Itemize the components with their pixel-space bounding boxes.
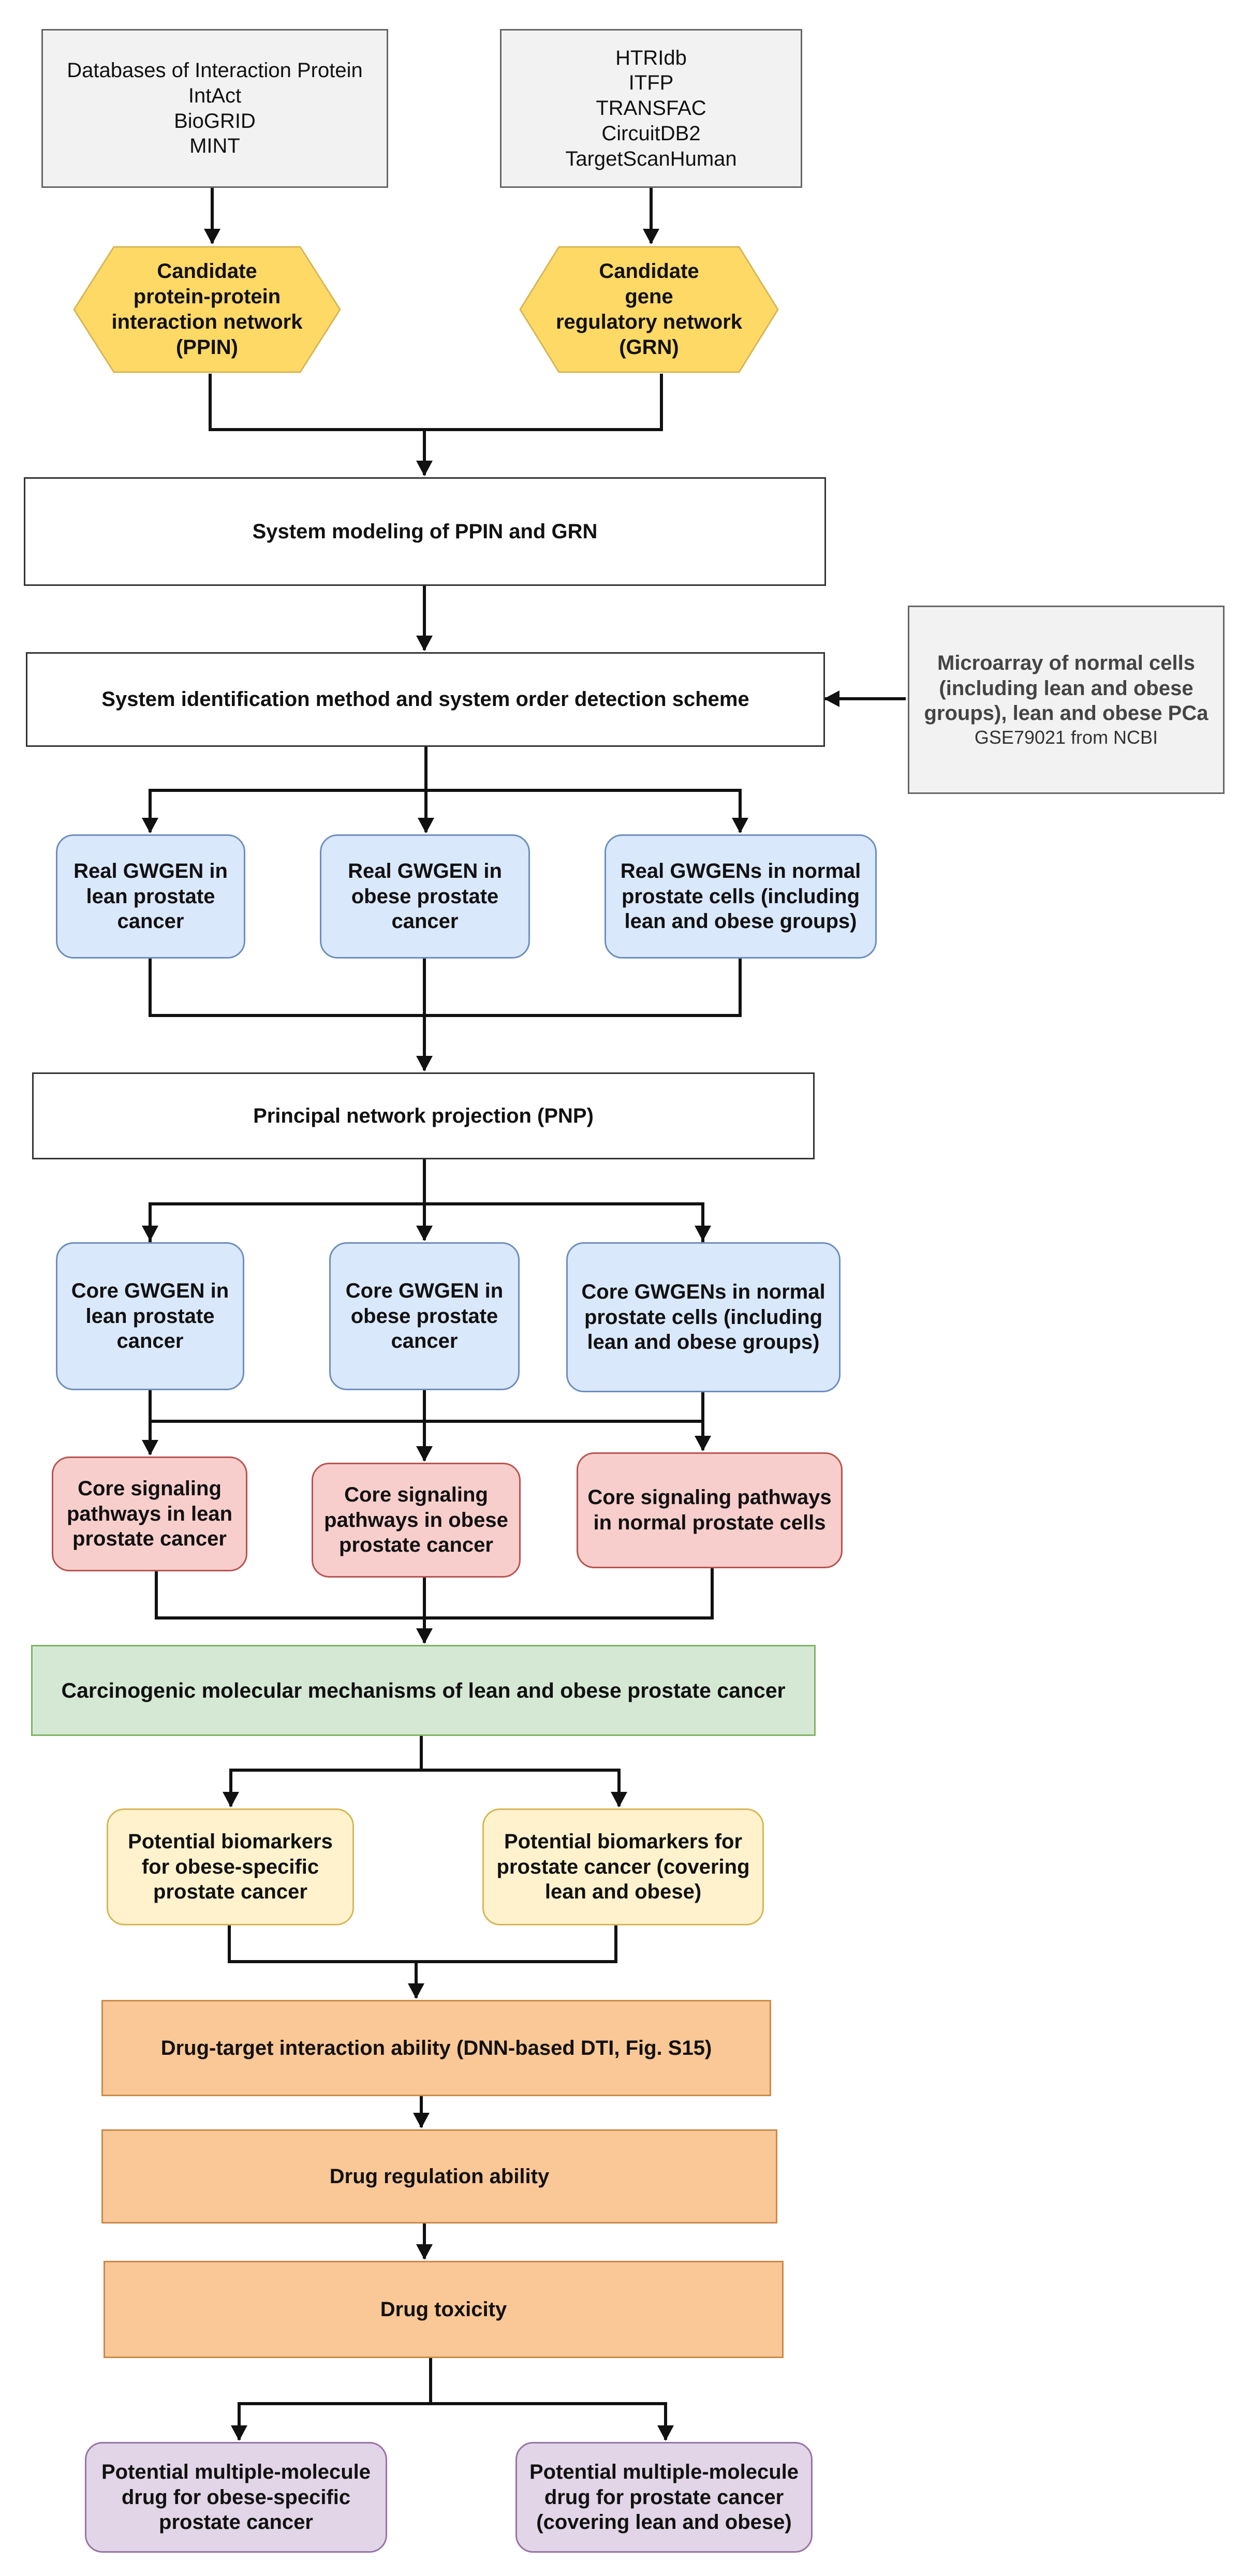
core-gwgen-lean-text: Core GWGEN in lean prostate cancer (71, 1279, 229, 1353)
pathways-obese-box: Core signaling pathways in obese prostat… (312, 1463, 521, 1578)
connector-biomarker-merge (228, 1925, 617, 1963)
pathways-normal-text: Core signaling pathways in normal prosta… (587, 1486, 832, 1534)
drug-toxicity-text: Drug toxicity (380, 2298, 507, 2321)
biomarkers-obese-box: Potential biomarkers for obese-specific … (107, 1808, 354, 1925)
candidate-ppin-text: Candidate protein-protein interaction ne… (111, 260, 303, 359)
drug-regulation-text: Drug regulation ability (329, 2165, 550, 2188)
pnp-text: Principal network projection (PNP) (253, 1104, 594, 1127)
hexagon-shape (519, 246, 779, 373)
databases-grn-box: HTRIdb ITFP TRANSFAC CircuitDB2 TargetSc… (500, 29, 802, 188)
core-gwgen-normal-box: Core GWGENs in normal prostate cells (in… (566, 1242, 841, 1392)
system-modeling-text: System modeling of PPIN and GRN (252, 520, 598, 543)
real-gwgen-lean-text: Real GWGEN in lean prostate cancer (73, 859, 228, 933)
candidate-ppin-hexagon: Candidate protein-protein interaction ne… (72, 245, 342, 374)
pathways-lean-text: Core signaling pathways in lean prostate… (66, 1477, 233, 1551)
pathways-obese-text: Core signaling pathways in obese prostat… (324, 1483, 508, 1557)
system-identification-box: System identification method and system … (26, 652, 825, 747)
candidate-grn-hexagon: Candidate gene regulatory network (GRN) (519, 245, 779, 374)
real-gwgen-lean-box: Real GWGEN in lean prostate cancer (56, 834, 245, 959)
real-gwgen-obese-box: Real GWGEN in obese prostate cancer (320, 834, 530, 959)
core-gwgen-obese-text: Core GWGEN in obese prostate cancer (345, 1279, 504, 1353)
biomarkers-both-text: Potential biomarkers for prostate cancer… (496, 1830, 750, 1904)
connector-real-merge (149, 959, 742, 1017)
drug-toxicity-box: Drug toxicity (104, 2261, 784, 2358)
databases-grn-text: HTRIdb ITFP TRANSFAC CircuitDB2 TargetSc… (565, 46, 737, 170)
connector-core-split (149, 1202, 704, 1242)
biomarkers-both-box: Potential biomarkers for prostate cancer… (482, 1808, 764, 1925)
real-gwgen-normal-text: Real GWGENs in normal prostate cells (in… (620, 859, 861, 933)
connector-drug-split (238, 2402, 667, 2438)
drug-regulation-box: Drug regulation ability (101, 2129, 777, 2224)
hexagon-shape (73, 246, 341, 373)
system-modeling-box: System modeling of PPIN and GRN (24, 477, 826, 586)
microarray-dataset-text: GSE79021 from NCBI (974, 727, 1158, 748)
real-gwgen-obese-text: Real GWGEN in obese prostate cancer (348, 859, 502, 933)
connector-path-merge (155, 1568, 714, 1620)
core-gwgen-normal-text: Core GWGENs in normal prostate cells (in… (581, 1280, 825, 1354)
core-gwgen-lean-box: Core GWGEN in lean prostate cancer (56, 1242, 244, 1390)
system-identification-text: System identification method and system … (101, 688, 749, 711)
drug-both-box: Potential multiple-molecule drug for pro… (515, 2442, 813, 2553)
pathways-lean-box: Core signaling pathways in lean prostate… (52, 1456, 247, 1571)
databases-ppi-text: Databases of Interaction Protein IntAct … (67, 58, 363, 158)
drug-target-interaction-text: Drug-target interaction ability (DNN-bas… (160, 2036, 712, 2059)
connector-biomarker-split (229, 1769, 621, 1801)
microarray-text: Microarray of normal cells (including le… (924, 651, 1208, 725)
databases-ppi-box: Databases of Interaction Protein IntAct … (41, 29, 388, 188)
biomarkers-obese-text: Potential biomarkers for obese-specific … (128, 1830, 333, 1904)
real-gwgen-normal-box: Real GWGENs in normal prostate cells (in… (605, 834, 877, 959)
drug-both-text: Potential multiple-molecule drug for pro… (529, 2460, 799, 2534)
drug-obese-box: Potential multiple-molecule drug for obe… (85, 2442, 387, 2553)
core-gwgen-obese-box: Core GWGEN in obese prostate cancer (329, 1242, 520, 1390)
connector-real-split (149, 789, 742, 828)
pathways-normal-box: Core signaling pathways in normal prosta… (577, 1452, 843, 1568)
arrow-candidates-modeling (209, 374, 663, 431)
pnp-box: Principal network projection (PNP) (32, 1072, 815, 1159)
carcinogenic-mechanisms-box: Carcinogenic molecular mechanisms of lea… (31, 1645, 816, 1736)
drug-target-interaction-box: Drug-target interaction ability (DNN-bas… (101, 2000, 771, 2096)
drug-obese-text: Potential multiple-molecule drug for obe… (101, 2460, 371, 2534)
carcinogenic-mechanisms-text: Carcinogenic molecular mechanisms of lea… (61, 1678, 786, 1702)
candidate-grn-text: Candidate gene regulatory network (GRN) (555, 260, 743, 359)
microarray-box: Microarray of normal cells (including le… (908, 606, 1225, 794)
